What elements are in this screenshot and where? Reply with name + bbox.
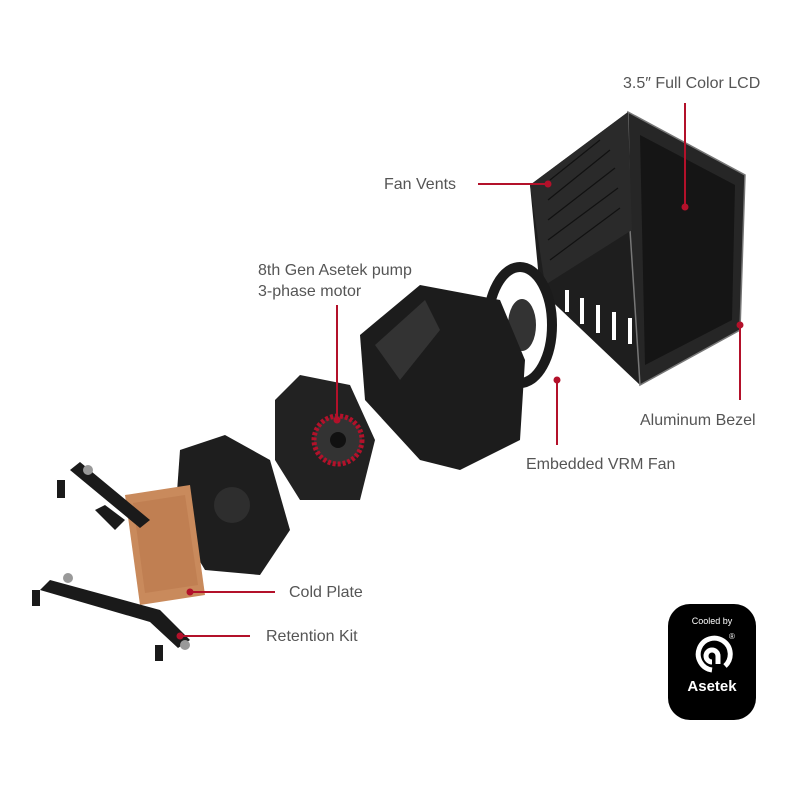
label-vrm-fan: Embedded VRM Fan — [526, 456, 676, 473]
retention-kit — [32, 462, 190, 661]
pump-housing — [360, 285, 525, 470]
label-pump-line2: 3-phase motor — [258, 283, 362, 300]
label-cold-plate: Cold Plate — [289, 584, 363, 601]
label-bezel: Aluminum Bezel — [640, 412, 756, 429]
label-retention-kit: Retention Kit — [266, 628, 358, 645]
pump-motor — [275, 375, 375, 500]
asetek-logo-icon: ® — [695, 632, 735, 673]
registered-mark: ® — [729, 632, 735, 641]
label-fan-vents: Fan Vents — [384, 176, 457, 193]
label-lcd: 3.5″ Full Color LCD — [623, 75, 761, 92]
leader-lines — [176, 103, 744, 640]
asetek-badge: Cooled by ® Asetek — [668, 604, 756, 720]
badge-name: Asetek — [687, 678, 737, 695]
lcd-cap — [530, 110, 746, 387]
badge-top-text: Cooled by — [691, 616, 733, 626]
pump-base — [175, 435, 290, 575]
label-pump-line1: 8th Gen Asetek pump — [258, 262, 412, 279]
